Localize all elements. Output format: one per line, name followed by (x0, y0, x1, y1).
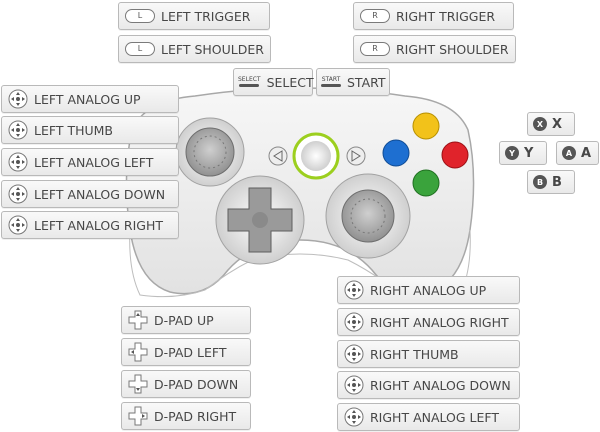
analog-stick-icon (344, 312, 364, 332)
left-shoulder-label[interactable]: L LEFT SHOULDER (118, 35, 271, 63)
label-text: RIGHT TRIGGER (396, 8, 496, 24)
y-button-icon: Y (505, 146, 519, 160)
right-analog-left-label[interactable]: RIGHT ANALOG LEFT (337, 403, 520, 431)
right-analog-down-label[interactable]: RIGHT ANALOG DOWN (337, 371, 520, 399)
label-text: RIGHT ANALOG UP (370, 282, 487, 298)
analog-stick-icon (8, 184, 28, 204)
r-cap-icon: R (360, 9, 390, 23)
dpad-icon (128, 342, 148, 362)
label-text: RIGHT ANALOG RIGHT (370, 314, 509, 330)
select-cap-icon: SELECT (238, 77, 261, 87)
dpad-icon (128, 406, 148, 426)
left-stick (185, 127, 235, 177)
label-text: RIGHT SHOULDER (396, 41, 509, 57)
left-analog-right-label[interactable]: LEFT ANALOG RIGHT (1, 211, 179, 239)
right-analog-up-label[interactable]: RIGHT ANALOG UP (337, 276, 520, 304)
y-button (412, 112, 440, 140)
label-text: LEFT SHOULDER (161, 41, 264, 57)
dpad-left-label[interactable]: D-PAD LEFT (121, 338, 251, 366)
x-label[interactable]: X X (527, 112, 575, 136)
b-button (441, 141, 469, 169)
b-label[interactable]: B B (527, 170, 575, 194)
left-trigger-label[interactable]: L LEFT TRIGGER (118, 2, 270, 30)
label-text: D-PAD UP (154, 312, 214, 328)
left-analog-up-label[interactable]: LEFT ANALOG UP (1, 85, 179, 113)
label-text: X (552, 116, 563, 132)
analog-stick-icon (8, 215, 28, 235)
label-text: RIGHT ANALOG LEFT (370, 409, 500, 425)
right-shoulder-label[interactable]: R RIGHT SHOULDER (353, 35, 516, 63)
x-button (382, 139, 410, 167)
start-button-body (346, 146, 366, 166)
label-text: B (552, 174, 562, 190)
right-trigger-label[interactable]: R RIGHT TRIGGER (353, 2, 514, 30)
label-text: START (347, 74, 386, 90)
analog-stick-icon (344, 344, 364, 364)
label-text: A (581, 145, 592, 161)
label-text: LEFT ANALOG UP (34, 91, 141, 107)
back-button (268, 146, 288, 166)
label-text: LEFT ANALOG RIGHT (34, 217, 164, 233)
dpad-icon (128, 374, 148, 394)
dpad-right-label[interactable]: D-PAD RIGHT (121, 402, 251, 430)
label-text: D-PAD DOWN (154, 376, 239, 392)
a-label[interactable]: A A (556, 141, 599, 165)
start-label[interactable]: START START (316, 68, 390, 96)
label-text: Y (524, 145, 534, 161)
r-cap-icon: R (360, 42, 390, 56)
left-analog-left-label[interactable]: LEFT ANALOG LEFT (1, 148, 179, 176)
dpad-up-label[interactable]: D-PAD UP (121, 306, 251, 334)
a-button (412, 169, 440, 197)
a-button-icon: A (562, 146, 576, 160)
l-cap-icon: L (125, 9, 155, 23)
label-text: LEFT ANALOG DOWN (34, 186, 166, 202)
label-text: RIGHT THUMB (370, 346, 459, 362)
left-thumb-label[interactable]: LEFT THUMB (1, 116, 179, 144)
label-text: LEFT ANALOG LEFT (34, 154, 154, 170)
label-text: LEFT THUMB (34, 122, 113, 138)
start-cap-icon: START (321, 77, 341, 87)
analog-stick-icon (8, 120, 28, 140)
right-thumb-label[interactable]: RIGHT THUMB (337, 340, 520, 368)
left-analog-down-label[interactable]: LEFT ANALOG DOWN (1, 180, 179, 208)
select-label[interactable]: SELECT SELECT (233, 68, 314, 96)
label-text: D-PAD LEFT (154, 344, 227, 360)
label-text: SELECT (266, 74, 314, 90)
y-label[interactable]: Y Y (499, 141, 547, 165)
analog-stick-icon (344, 407, 364, 427)
label-text: D-PAD RIGHT (154, 408, 237, 424)
l-cap-icon: L (125, 42, 155, 56)
analog-stick-icon (8, 89, 28, 109)
label-text: LEFT TRIGGER (161, 8, 251, 24)
right-analog-right-label[interactable]: RIGHT ANALOG RIGHT (337, 308, 520, 336)
dpad-down-label[interactable]: D-PAD DOWN (121, 370, 251, 398)
b-button-icon: B (533, 175, 547, 189)
x-button-icon: X (533, 117, 547, 131)
analog-stick-icon (344, 280, 364, 300)
label-text: RIGHT ANALOG DOWN (370, 377, 511, 393)
analog-stick-icon (8, 152, 28, 172)
right-stick (341, 189, 395, 243)
dpad-icon (128, 310, 148, 330)
analog-stick-icon (344, 375, 364, 395)
